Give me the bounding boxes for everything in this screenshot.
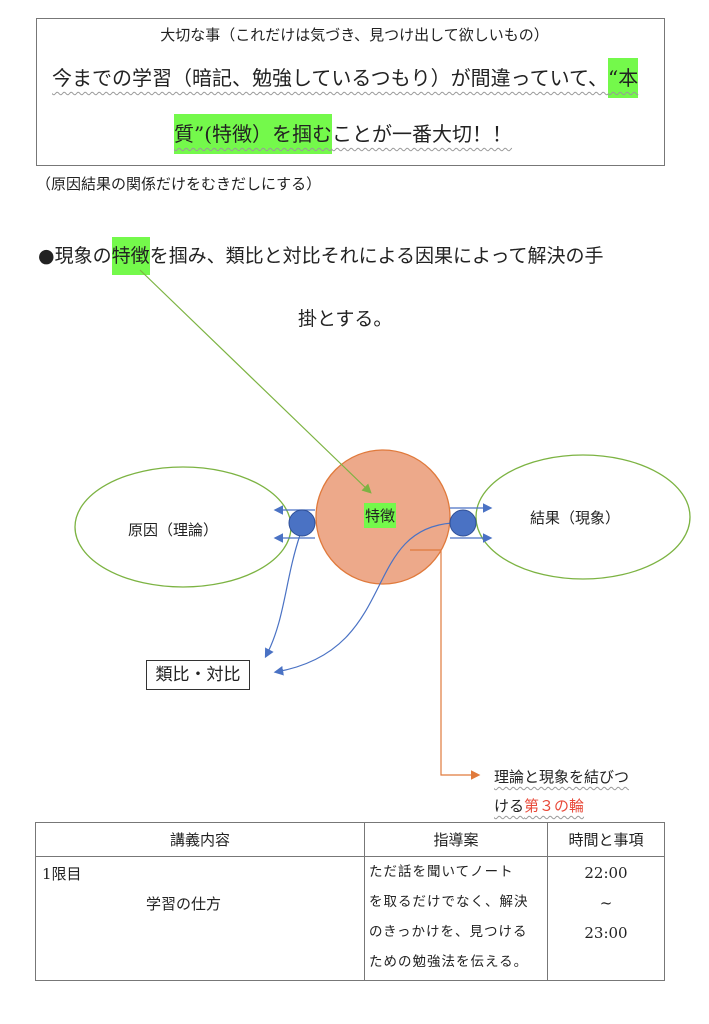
bullet-highlight: 特徴 xyxy=(111,237,150,275)
bullet-rest: を掴み、類比と対比それによる因果によって解決の手 xyxy=(149,245,604,267)
guide-line: を取るだけでなく、解決 xyxy=(369,894,529,910)
line1-highlight: “本 xyxy=(608,58,639,98)
time-start: 22:00 xyxy=(584,864,628,882)
cause-label: 原因（理論） xyxy=(128,521,219,539)
feature-pointer-arrow xyxy=(139,269,372,494)
guide-line: ただ話を聞いてノート xyxy=(369,864,514,880)
header-lecture-content: 講義内容 xyxy=(35,822,365,857)
blue-arrows xyxy=(264,503,493,676)
callout-line2-text: ける xyxy=(494,797,525,815)
effect-label: 結果（現象） xyxy=(530,509,621,527)
table-row: 1限目 学習の仕方 ただ話を聞いてノート を取るだけでなく、解決 のきっかけを、… xyxy=(35,856,665,981)
header-time: 時間と事項 xyxy=(547,822,665,857)
note-text: （原因結果の関係だけをむきだしにする） xyxy=(36,175,322,193)
table-header-row: 講義内容 指導案 時間と事項 xyxy=(35,822,665,857)
lecture-table: 講義内容 指導案 時間と事項 1限目 学習の仕方 ただ話を聞いてノート を取るだ… xyxy=(35,822,665,981)
time-cell: 22:00 ~ 23:00 xyxy=(547,856,665,981)
effect-ellipse xyxy=(475,454,691,580)
line1-text: 今までの学習（暗記、勉強しているつもり）が間違っていて、 xyxy=(52,66,608,90)
key-point-line2: 質”(特徴）を掴むことが一番大切！！ xyxy=(174,114,513,154)
guide-cell: ただ話を聞いてノート を取るだけでなく、解決 のきっかけを、見つける ための勉強… xyxy=(364,856,548,981)
time-end: 23:00 xyxy=(584,924,628,942)
callout-line2: ける第３の輪 xyxy=(494,795,584,816)
callout-arrow xyxy=(410,549,481,780)
bullet-line1: ●現象の特徴を掴み、類比と対比それによる因果によって解決の手 xyxy=(38,237,604,275)
guide-line: のきっかけを、見つける xyxy=(369,924,528,940)
period-label: 1限目 xyxy=(42,865,82,883)
time-separator: ~ xyxy=(599,894,613,912)
line2-highlight: 質”(特徴）を掴む xyxy=(174,114,333,154)
callout-line1-text: 理論と現象を結びつ xyxy=(494,768,630,786)
lecture-cell: 1限目 学習の仕方 xyxy=(35,856,365,981)
guide-line: ための勉強法を伝える。 xyxy=(369,954,529,970)
right-connector-node xyxy=(449,509,477,537)
key-point-box xyxy=(36,18,665,166)
analogy-contrast-box: 類比・対比 xyxy=(146,660,250,690)
header-teaching-plan: 指導案 xyxy=(364,822,548,857)
feature-label: 特徴 xyxy=(364,503,397,528)
third-ring-text: 第３の輪 xyxy=(524,797,585,815)
left-connector-node xyxy=(288,509,316,537)
callout-line1: 理論と現象を結びつ xyxy=(494,766,629,787)
key-point-line1: 今までの学習（暗記、勉強しているつもり）が間違っていて、“本 xyxy=(52,58,639,98)
bullet-prefix: ●現象の xyxy=(38,245,112,267)
topic-label: 学習の仕方 xyxy=(146,895,222,913)
line2-text: ことが一番大切！！ xyxy=(332,122,513,146)
key-point-title: 大切な事（これだけは気づき、見つけ出して欲しいもの） xyxy=(160,26,549,44)
bullet-line2: 掛とする。 xyxy=(298,308,393,330)
